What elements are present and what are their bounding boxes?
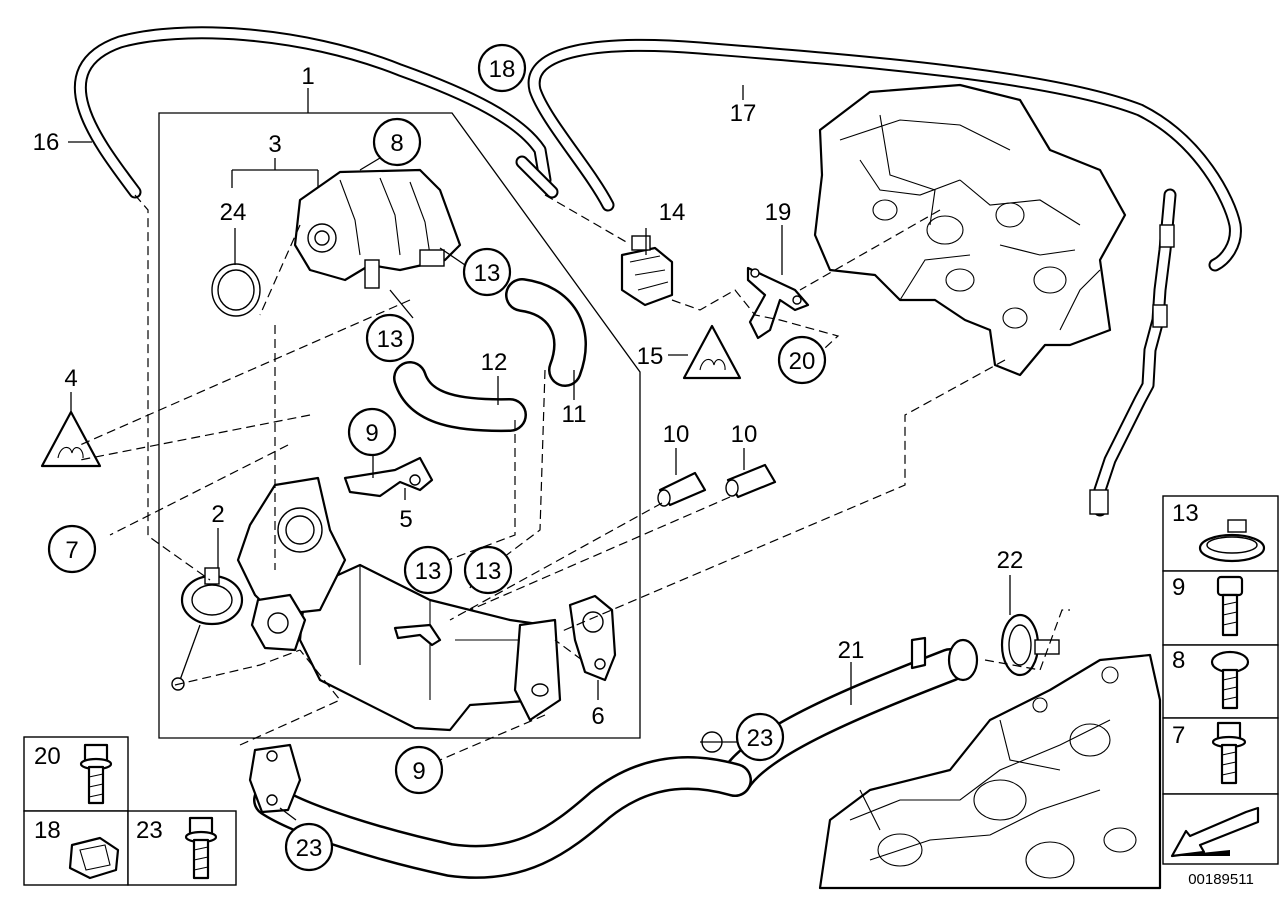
svg-text:13: 13 xyxy=(377,326,404,353)
label-part-5: 5 xyxy=(399,506,412,533)
direction-arrow-icon[interactable] xyxy=(1170,806,1260,858)
diagram-id: 00189511 xyxy=(1188,871,1254,888)
legend-item-9[interactable]: 9 xyxy=(1172,574,1244,637)
stud-bolt-icon xyxy=(184,816,218,880)
svg-text:8: 8 xyxy=(1172,647,1185,674)
callout-18[interactable]: 18 xyxy=(477,43,527,93)
sleeve-10a xyxy=(657,471,707,507)
legend-right: 13 9 8 7 xyxy=(1162,495,1279,865)
svg-text:9: 9 xyxy=(365,420,378,447)
egr-cooler xyxy=(298,563,562,732)
label-part-11: 11 xyxy=(562,401,587,428)
svg-text:8: 8 xyxy=(390,130,403,157)
hose-clip-icon xyxy=(68,836,120,880)
hex-bolt-icon xyxy=(79,743,113,805)
socket-head-bolt-icon xyxy=(1216,575,1244,637)
hose-11 xyxy=(505,278,587,387)
callout-13-cooler-right[interactable]: 13 xyxy=(463,545,513,595)
svg-text:13: 13 xyxy=(475,558,502,585)
vacuum-hose-17 xyxy=(527,38,1242,272)
vacuum-actuator-2 xyxy=(171,567,244,691)
label-part-12: 12 xyxy=(481,349,508,376)
svg-text:23: 23 xyxy=(296,835,323,862)
callout-7[interactable]: 7 xyxy=(47,524,97,574)
callout-9-bracket[interactable]: 9 xyxy=(347,407,397,457)
svg-text:20: 20 xyxy=(34,743,61,770)
egr-pipe-lower xyxy=(248,743,752,879)
egr-pipe-21 xyxy=(718,636,979,797)
label-part-17: 17 xyxy=(730,100,757,127)
sleeve-10b xyxy=(725,463,777,499)
gasket-6 xyxy=(568,594,617,682)
svg-text:23: 23 xyxy=(136,817,163,844)
bracket-19 xyxy=(746,266,810,340)
legend-item-13[interactable]: 13 xyxy=(1172,500,1266,563)
label-part-10b: 10 xyxy=(731,421,758,448)
callout-23-lower[interactable]: 23 xyxy=(284,822,334,872)
flange-head-screw-icon xyxy=(1210,650,1250,710)
svg-text:13: 13 xyxy=(474,260,501,287)
hex-flange-bolt-icon xyxy=(1211,721,1247,785)
callout-8[interactable]: 8 xyxy=(372,117,422,167)
label-part-19: 19 xyxy=(765,199,792,226)
label-part-4: 4 xyxy=(64,365,77,392)
hose-clamp-icon xyxy=(1198,519,1266,563)
callout-9-bottom[interactable]: 9 xyxy=(394,745,444,795)
legend-item-23[interactable]: 23 xyxy=(136,816,218,880)
legend-item-8[interactable]: 8 xyxy=(1172,647,1250,710)
legend-bottom: 20 18 23 xyxy=(23,736,237,886)
callout-13-valve-right[interactable]: 13 xyxy=(462,247,512,297)
hose-12 xyxy=(393,361,527,433)
label-part-14: 14 xyxy=(659,199,686,226)
label-part-1: 1 xyxy=(301,63,314,90)
label-part-3: 3 xyxy=(268,131,281,158)
warning-label-15 xyxy=(682,324,742,380)
label-part-10a: 10 xyxy=(663,421,690,448)
pipe-clamp-22 xyxy=(1000,613,1060,677)
label-part-22: 22 xyxy=(997,547,1024,574)
svg-text:7: 7 xyxy=(65,537,78,564)
svg-text:20: 20 xyxy=(789,348,816,375)
callout-20[interactable]: 20 xyxy=(777,335,827,385)
label-part-21: 21 xyxy=(838,637,865,664)
svg-text:7: 7 xyxy=(1172,722,1185,749)
svg-text:23: 23 xyxy=(747,725,774,752)
label-part-15: 15 xyxy=(637,343,664,370)
callout-23-pipe[interactable]: 23 xyxy=(735,712,785,762)
egr-valve xyxy=(211,168,462,317)
egr-housing xyxy=(236,476,347,652)
warning-label-4 xyxy=(40,410,102,468)
assembly-frame xyxy=(158,112,641,739)
callout-13-cooler-left[interactable]: 13 xyxy=(403,545,453,595)
legend-item-18[interactable]: 18 xyxy=(34,817,120,880)
label-part-24: 24 xyxy=(220,199,247,226)
vacuum-line-rigid xyxy=(1089,188,1177,517)
svg-text:9: 9 xyxy=(1172,574,1185,601)
vacuum-hose-16 xyxy=(73,26,559,199)
svg-text:18: 18 xyxy=(489,56,516,83)
transmission-housing xyxy=(818,653,1162,890)
svg-text:9: 9 xyxy=(412,758,425,785)
svg-text:18: 18 xyxy=(34,817,61,844)
pressure-converter-14 xyxy=(620,235,674,307)
engine-block xyxy=(813,83,1127,377)
legend-item-7[interactable]: 7 xyxy=(1172,721,1247,785)
svg-text:13: 13 xyxy=(1172,500,1199,527)
label-part-16: 16 xyxy=(33,129,60,156)
label-part-2: 2 xyxy=(211,501,224,528)
callout-13-valve-bottom[interactable]: 13 xyxy=(365,313,415,363)
svg-text:13: 13 xyxy=(415,558,442,585)
bracket-9-5 xyxy=(343,456,434,498)
label-part-6: 6 xyxy=(591,703,604,730)
legend-item-20[interactable]: 20 xyxy=(34,743,113,805)
